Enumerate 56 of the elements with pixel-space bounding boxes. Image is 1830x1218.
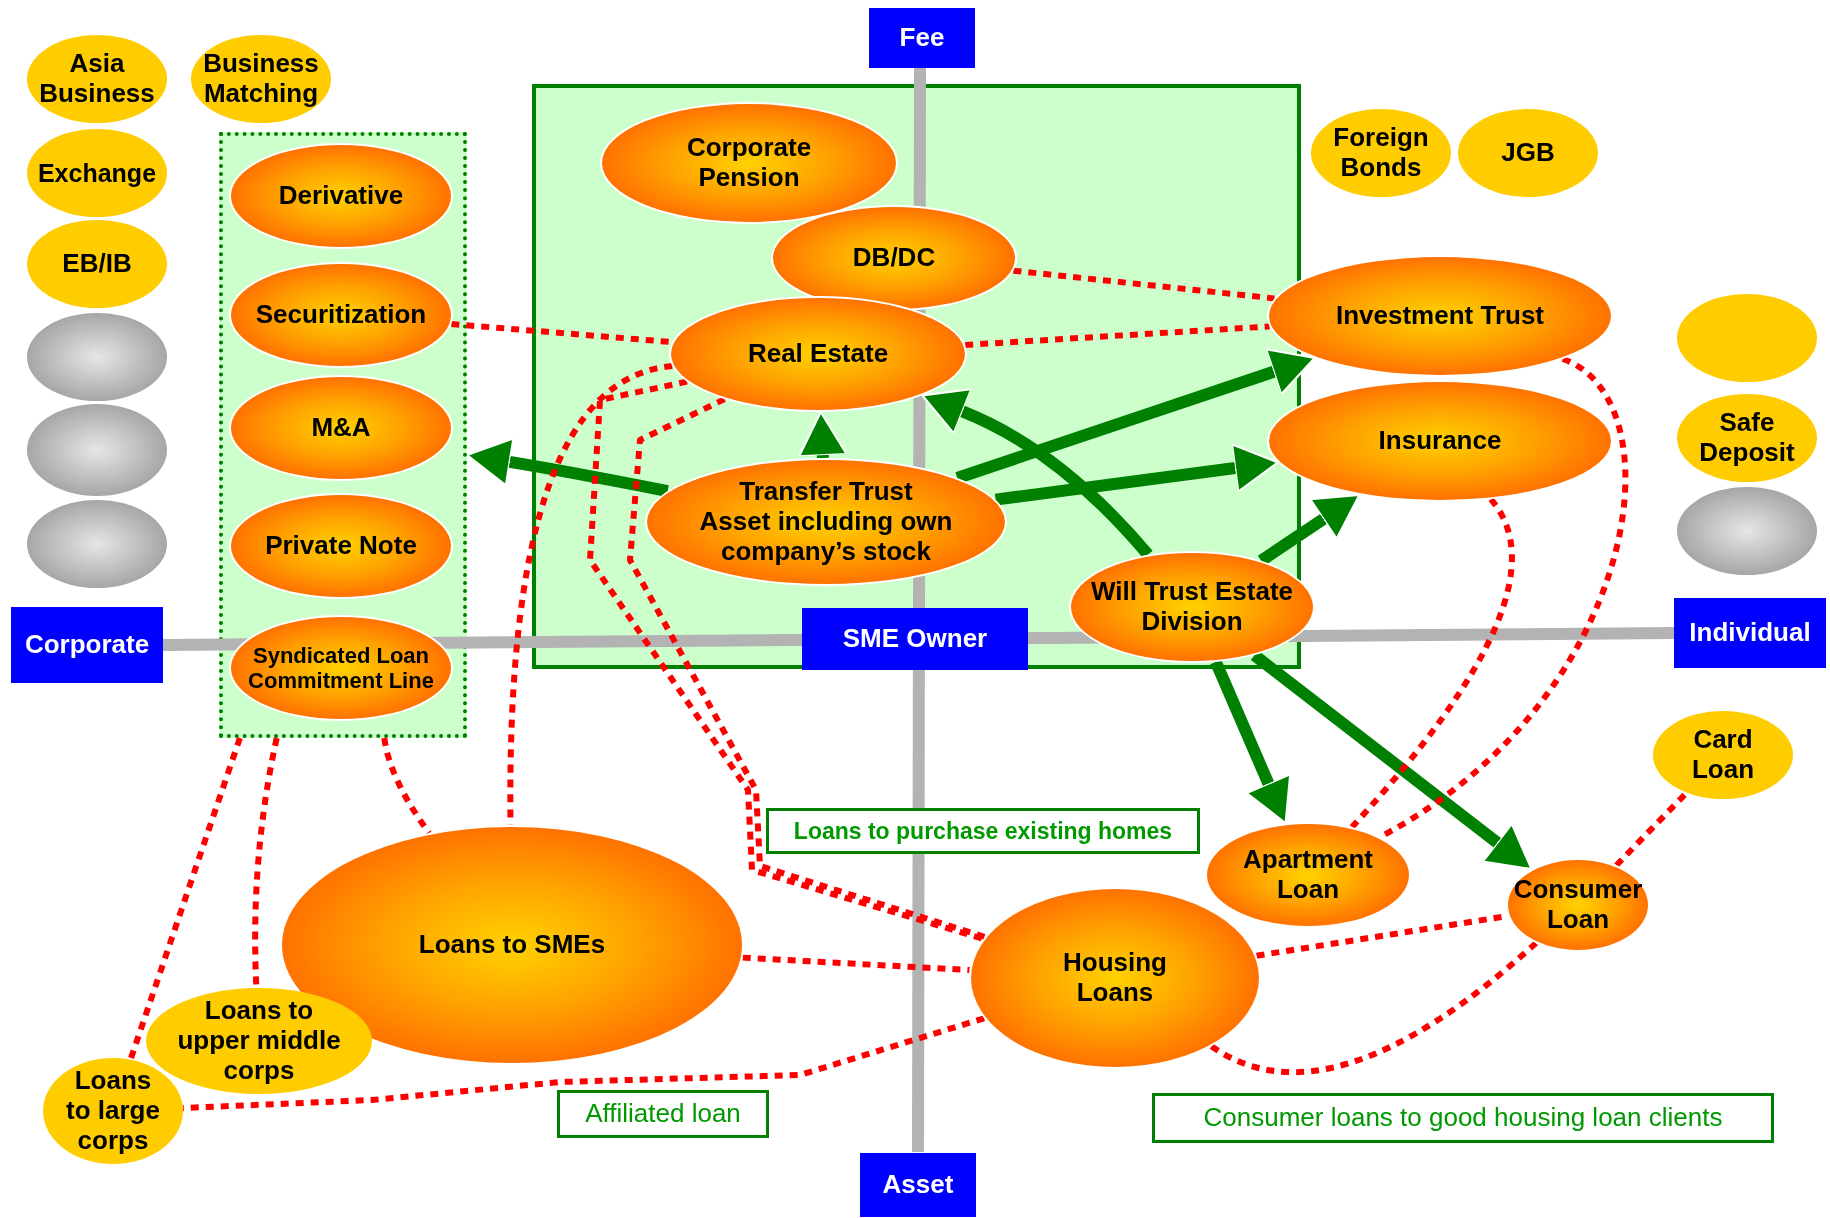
node-label: Fee — [899, 23, 945, 53]
axis-label-box — [11, 607, 163, 683]
dotted-connector — [381, 737, 432, 835]
axis-label-box — [860, 1153, 976, 1217]
arrow — [994, 443, 1280, 506]
dotted-connector — [127, 737, 243, 1061]
node-label: Derivative — [278, 181, 404, 211]
node-label: Securitization — [255, 300, 427, 330]
dotted-group-box — [219, 132, 467, 738]
node-label: Loans to SMEs — [418, 930, 606, 960]
node-label: SME Owner — [842, 624, 988, 654]
node-label: Business Matching — [202, 49, 320, 109]
note-box — [766, 808, 1200, 854]
node-label: EB/IB — [62, 249, 132, 279]
dotted-connector — [1210, 940, 1538, 1075]
node-label: Loans to purchase existing homes — [793, 817, 1173, 845]
node-label: Will Trust Estate Division — [1089, 577, 1294, 637]
arrow — [921, 388, 1153, 559]
node-label: Real Estate — [747, 339, 889, 369]
axis-label-box — [1674, 598, 1826, 668]
node-label: Asia Business — [38, 49, 156, 109]
node-label: Consumer loans to good housing loan clients — [1203, 1103, 1723, 1133]
axis-label-box — [802, 608, 1028, 670]
node-label: JGB — [1501, 138, 1555, 168]
dotted-connector — [1013, 267, 1275, 302]
node-label: Private Note — [265, 531, 417, 561]
node-label: Foreign Bonds — [1332, 123, 1430, 183]
dotted-connector — [965, 323, 1270, 348]
node-label: Corporate Pension — [685, 133, 813, 193]
arrow — [798, 410, 848, 459]
node-label: Corporate — [24, 630, 150, 660]
node-label: M&A — [311, 413, 371, 443]
node-label: Loans to large corps — [65, 1066, 161, 1156]
node-label: Affiliated loan — [585, 1099, 741, 1129]
node-label: Syndicated Loan Commitment Line — [247, 642, 435, 694]
node-label: Asset including own company’s stock — [698, 507, 954, 567]
dotted-connector — [1614, 790, 1689, 868]
axis-label-box — [869, 8, 975, 68]
node-label: Insurance — [1378, 426, 1502, 456]
arrow — [955, 348, 1316, 484]
node-label: Housing Loans — [1062, 948, 1168, 1008]
dotted-connector — [742, 954, 970, 974]
node-label: Investment Trust — [1335, 301, 1545, 331]
node-label: Consumer Loan — [1512, 875, 1644, 935]
node-label: Card Loan — [1690, 725, 1756, 785]
arrow — [1257, 493, 1361, 566]
note-box — [1152, 1093, 1774, 1143]
note-box — [557, 1090, 769, 1138]
node-label: DB/DC — [852, 243, 936, 273]
node-label: Apartment Loan — [1242, 845, 1374, 905]
node-label: Loans to upper middle corps — [176, 996, 342, 1086]
node-label: Asset — [882, 1170, 954, 1200]
node-label: Safe Deposit — [1698, 408, 1796, 468]
node-label: Transfer Trust — [739, 477, 913, 508]
node-label: Exchange — [37, 158, 157, 188]
node-label: Individual — [1689, 618, 1811, 648]
